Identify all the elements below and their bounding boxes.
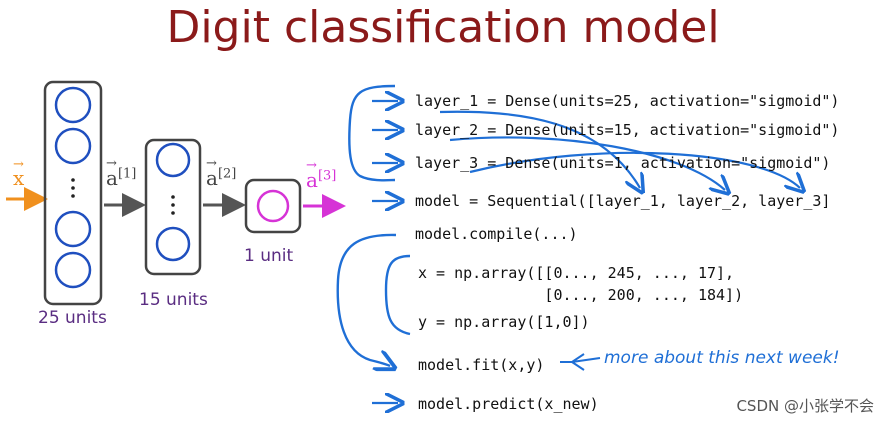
activation-a1: a→[1]	[106, 156, 137, 190]
annotation-arrow	[571, 353, 601, 371]
code-line-compile: model.compile(...)	[415, 225, 578, 243]
layer1-neuron	[54, 127, 92, 165]
layer2-dot	[171, 203, 175, 207]
input-x-text: x	[13, 166, 25, 190]
layer2-neuron	[155, 226, 191, 262]
code-line-x-array-2: [0..., 200, ..., 184])	[418, 286, 744, 304]
code-line-fit: model.fit(x,y)	[418, 356, 545, 374]
activation-a3: a→[3]	[306, 158, 337, 192]
layer2-dot	[171, 211, 175, 215]
brace-layers	[348, 84, 396, 182]
code-line-layer2: layer_2 = Dense(units=15, activation="si…	[415, 121, 840, 139]
curve-layer3	[469, 151, 800, 188]
code-line-layer1: layer_1 = Dense(units=25, activation="si…	[415, 92, 840, 110]
brace-compile	[336, 233, 396, 366]
curve-layer2	[449, 136, 725, 190]
input-x-label: x →	[13, 157, 25, 190]
layer2-units-label: 15 units	[139, 290, 208, 310]
page-title: Digit classification model	[166, 2, 720, 53]
layer1-dot	[71, 194, 75, 198]
layer1-neuron	[54, 251, 92, 289]
output-neuron	[256, 189, 290, 223]
layer2-dot	[171, 195, 175, 199]
layer1-units-label: 25 units	[38, 308, 107, 328]
layer1-neuron	[54, 86, 92, 124]
code-line-layer3: layer_3 = Dense(units=1, activation="sig…	[415, 154, 831, 172]
handwritten-note: more about this next week!	[604, 348, 840, 368]
code-line-y-array: y = np.array([1,0])	[418, 313, 590, 331]
code-line-x-array-1: x = np.array([[0..., 245, ..., 17],	[418, 264, 735, 282]
layer1-dot	[71, 178, 75, 182]
layer1-neuron	[54, 210, 92, 248]
watermark: CSDN @小张学不会	[736, 397, 874, 415]
activation-a2: a→[2]	[206, 156, 237, 190]
curve-layer1	[439, 110, 640, 188]
code-line-predict: model.predict(x_new)	[418, 395, 599, 413]
layer3-units-label: 1 unit	[244, 246, 294, 266]
code-line-sequential: model = Sequential([layer_1, layer_2, la…	[415, 192, 831, 210]
layer1-box	[43, 80, 103, 306]
layer1-dot	[71, 186, 75, 190]
layer2-neuron	[155, 142, 191, 178]
brace-data	[384, 254, 411, 336]
layer3-box	[244, 178, 302, 234]
layer2-box	[144, 138, 202, 276]
